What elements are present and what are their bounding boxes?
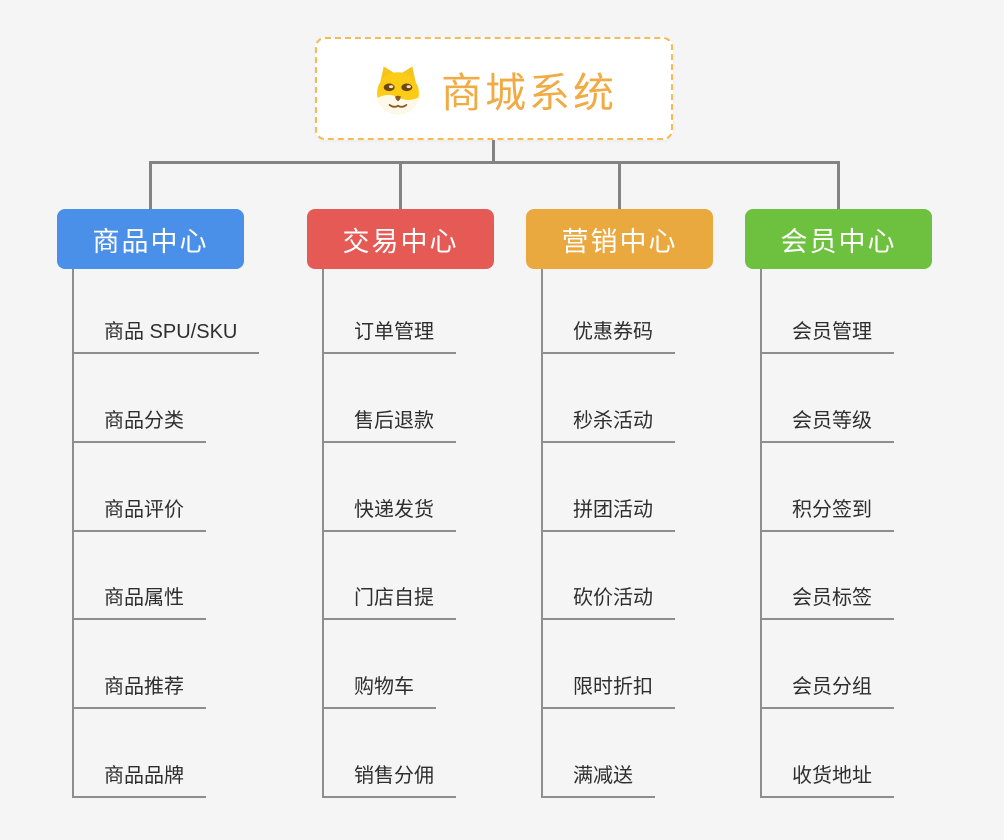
branch-children-product: 商品 SPU/SKU 商品分类 商品评价 商品属性 商品推荐 商品品牌: [72, 269, 307, 798]
branch-header-product-center[interactable]: 商品中心: [57, 209, 244, 269]
root-title: 商城系统: [441, 69, 617, 116]
branch-trade-center: 交易中心 订单管理 售后退款 快递发货 门店自提 购物车 销售分佣: [307, 209, 557, 798]
child-node[interactable]: 售后退款: [324, 409, 456, 443]
child-node[interactable]: 快递发货: [324, 498, 456, 532]
child-node[interactable]: 满减送: [543, 764, 655, 798]
branch-header-trade-center[interactable]: 交易中心: [307, 209, 494, 269]
child-node[interactable]: 拼团活动: [543, 498, 675, 532]
connector-drop-trade: [399, 161, 402, 209]
child-node[interactable]: 商品 SPU/SKU: [74, 320, 260, 354]
child-node[interactable]: 商品品牌: [74, 764, 206, 798]
branch-header-member-center[interactable]: 会员中心: [745, 209, 932, 269]
branch-label: 营销中心: [561, 226, 678, 257]
child-node[interactable]: 购物车: [324, 675, 436, 710]
child-node[interactable]: 会员管理: [762, 320, 894, 354]
branch-label: 会员中心: [780, 226, 897, 257]
branch-children-trade: 订单管理 售后退款 快递发货 门店自提 购物车 销售分佣: [322, 269, 557, 798]
branch-marketing-center: 营销中心 优惠券码 秒杀活动 拼团活动 砍价活动 限时折扣 满减送: [526, 209, 776, 798]
child-node[interactable]: 会员分组: [762, 675, 894, 710]
branch-label: 交易中心: [342, 226, 459, 257]
doge-icon: [377, 65, 419, 114]
branch-children-marketing: 优惠券码 秒杀活动 拼团活动 砍价活动 限时折扣 满减送: [541, 269, 776, 798]
child-node[interactable]: 秒杀活动: [543, 409, 675, 443]
child-node[interactable]: 会员等级: [762, 409, 894, 443]
branch-product-center: 商品中心 商品 SPU/SKU 商品分类 商品评价 商品属性 商品推荐 商品品牌: [57, 209, 307, 798]
child-node[interactable]: 会员标签: [762, 586, 894, 621]
connector-drop-product: [149, 161, 152, 209]
child-node[interactable]: 商品属性: [74, 586, 206, 621]
connector-root-stub: [492, 140, 495, 163]
branch-member-center: 会员中心 会员管理 会员等级 积分签到 会员标签 会员分组 收货地址: [745, 209, 995, 798]
child-node[interactable]: 商品分类: [74, 409, 206, 443]
child-node[interactable]: 积分签到: [762, 498, 894, 532]
branch-label: 商品中心: [92, 226, 209, 257]
child-node[interactable]: 限时折扣: [543, 675, 675, 710]
branch-header-marketing-center[interactable]: 营销中心: [526, 209, 713, 269]
connector-drop-member: [837, 161, 840, 209]
child-node[interactable]: 商品评价: [74, 498, 206, 532]
root-node[interactable]: 商城系统: [315, 37, 673, 140]
connector-drop-marketing: [618, 161, 621, 209]
child-node[interactable]: 商品推荐: [74, 675, 206, 710]
child-node[interactable]: 优惠券码: [543, 320, 675, 354]
child-node[interactable]: 砍价活动: [543, 586, 675, 621]
child-node[interactable]: 门店自提: [324, 586, 456, 621]
branch-children-member: 会员管理 会员等级 积分签到 会员标签 会员分组 收货地址: [760, 269, 995, 798]
child-node[interactable]: 收货地址: [762, 764, 894, 798]
connector-bus: [149, 161, 840, 164]
child-node[interactable]: 订单管理: [324, 320, 456, 354]
child-node[interactable]: 销售分佣: [324, 764, 456, 798]
